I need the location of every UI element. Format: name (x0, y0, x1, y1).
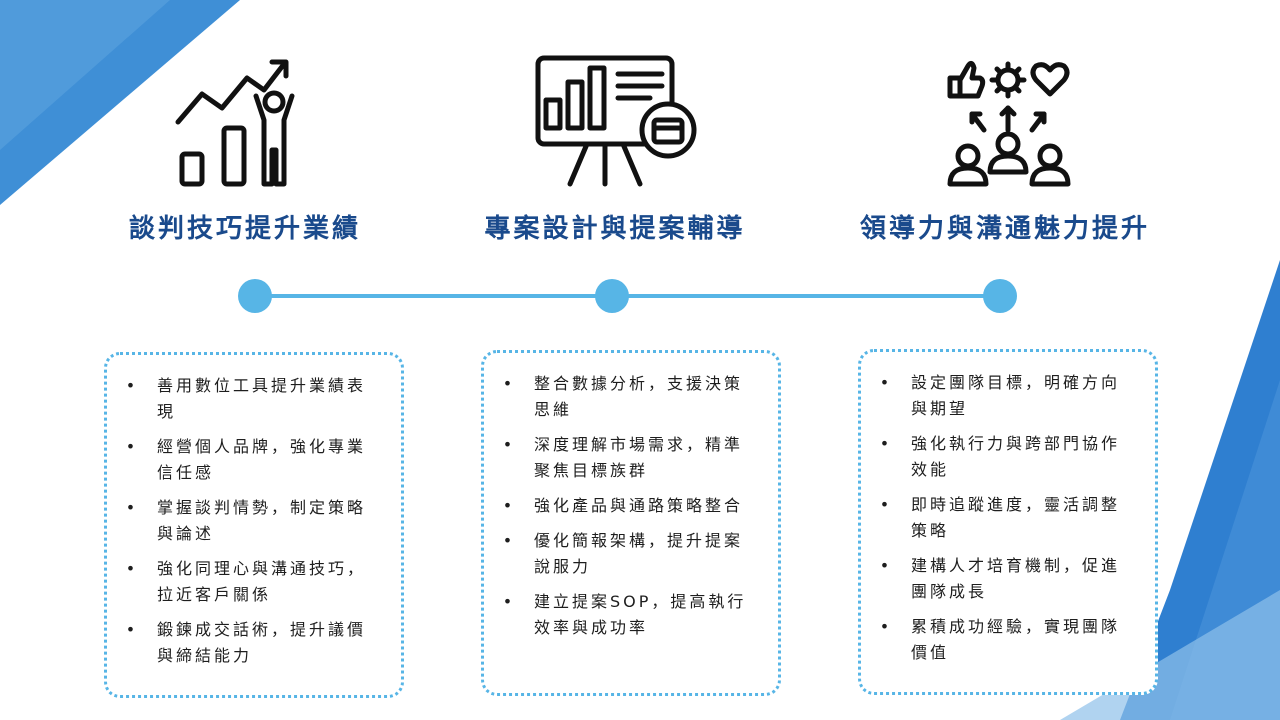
bullet-list: •善用數位工具提升業績表現 •經營個人品牌，強化專業信任感 •掌握談判情勢，制定… (107, 355, 401, 669)
bullet-icon: • (879, 556, 893, 575)
bullet-icon: • (125, 559, 139, 578)
list-item: •鍛鍊成交話術，提升議價與締結能力 (125, 617, 383, 669)
bullet-icon: • (879, 617, 893, 636)
presentation-board-icon (532, 50, 702, 194)
timeline-dot-2 (595, 279, 629, 313)
list-item: •強化同理心與溝通技巧，拉近客戶關係 (125, 556, 383, 608)
card-negotiation: •善用數位工具提升業績表現 •經營個人品牌，強化專業信任感 •掌握談判情勢，制定… (104, 352, 404, 698)
list-item: •經營個人品牌，強化專業信任感 (125, 434, 383, 486)
bullet-icon: • (125, 620, 139, 639)
timeline-dot-3 (983, 279, 1017, 313)
list-item: •善用數位工具提升業績表現 (125, 373, 383, 425)
card-project-design: •整合數據分析，支援決策思維 •深度理解市場需求，精準聚焦目標族群 •強化產品與… (481, 350, 781, 696)
bullet-icon: • (125, 498, 139, 517)
bullet-list: •設定團隊目標，明確方向與期望 •強化執行力與跨部門協作效能 •即時追蹤進度，靈… (861, 352, 1155, 666)
bullet-icon: • (879, 434, 893, 453)
list-item: •即時追蹤進度，靈活調整策略 (879, 492, 1137, 544)
bullet-icon: • (125, 437, 139, 456)
bullet-icon: • (502, 592, 516, 611)
list-item: •掌握談判情勢，制定策略與論述 (125, 495, 383, 547)
card-leadership: •設定團隊目標，明確方向與期望 •強化執行力與跨部門協作效能 •即時追蹤進度，靈… (858, 349, 1158, 695)
list-item: •深度理解市場需求，精準聚焦目標族群 (502, 432, 760, 484)
list-item: •強化產品與通路策略整合 (502, 493, 760, 519)
list-item: •強化執行力與跨部門協作效能 (879, 431, 1137, 483)
growth-chart-person-icon (172, 50, 312, 194)
bullet-icon: • (125, 376, 139, 395)
column-title-leadership: 領導力與溝通魅力提升 (859, 214, 1150, 244)
column-title-project-design: 專案設計與提案輔導 (484, 214, 746, 244)
list-item: •建構人才培育機制，促進團隊成長 (879, 553, 1137, 605)
list-item: •建立提案SOP，提高執行效率與成功率 (502, 589, 760, 641)
bullet-icon: • (502, 435, 516, 454)
list-item: •優化簡報架構，提升提案說服力 (502, 528, 760, 580)
bullet-icon: • (879, 495, 893, 514)
bullet-list: •整合數據分析，支援決策思維 •深度理解市場需求，精準聚焦目標族群 •強化產品與… (484, 353, 778, 641)
list-item: •設定團隊目標，明確方向與期望 (879, 370, 1137, 422)
corner-decoration-top-left (0, 0, 240, 205)
list-item: •累積成功經驗，實現團隊價值 (879, 614, 1137, 666)
bullet-icon: • (502, 496, 516, 515)
timeline-dot-1 (238, 279, 272, 313)
column-title-negotiation: 談判技巧提升業績 (128, 214, 361, 244)
bullet-icon: • (502, 374, 516, 393)
team-leadership-icon (940, 50, 1080, 194)
list-item: •整合數據分析，支援決策思維 (502, 371, 760, 423)
bullet-icon: • (502, 531, 516, 550)
bullet-icon: • (879, 373, 893, 392)
